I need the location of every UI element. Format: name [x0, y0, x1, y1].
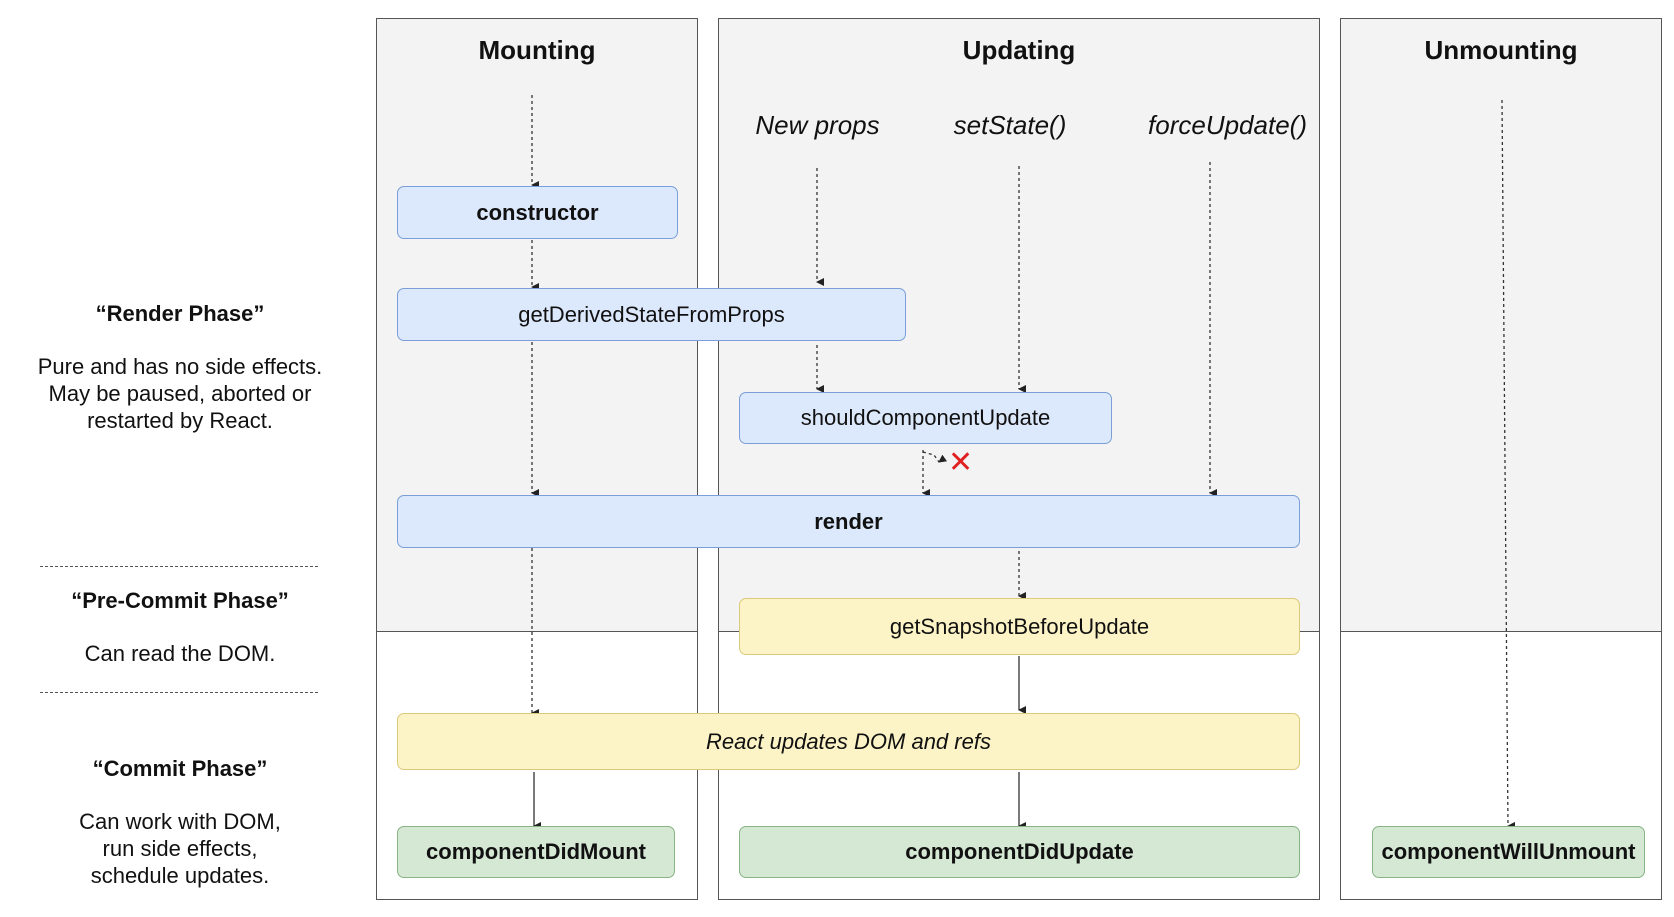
get-derived-state-from-props-box[interactable]: getDerivedStateFromProps — [397, 288, 906, 341]
trigger-force-update: forceUpdate() — [1148, 110, 1307, 140]
unmounting-title: Unmounting — [1424, 35, 1578, 65]
component-did-mount-box[interactable]: componentDidMount — [397, 826, 675, 878]
react-updates-dom-box[interactable]: React updates DOM and refs — [397, 713, 1300, 770]
constructor-box[interactable]: constructor — [397, 186, 678, 239]
trigger-set-state: setState() — [953, 110, 1067, 140]
render-box[interactable]: render — [397, 495, 1300, 548]
updating-title: Updating — [962, 35, 1076, 65]
commit-phase-description: Can work with DOM, run side effects, sch… — [79, 809, 281, 888]
get-snapshot-before-update-box[interactable]: getSnapshotBeforeUpdate — [739, 598, 1300, 655]
mounting-title: Mounting — [478, 35, 596, 65]
phase-separator-2 — [40, 692, 318, 693]
render-phase-label: “Render Phase” Pure and has no side effe… — [20, 300, 340, 434]
commit-phase-title: “Commit Phase” — [92, 756, 268, 781]
pre-commit-phase-description: Can read the DOM. — [84, 641, 276, 666]
component-will-unmount-box[interactable]: componentWillUnmount — [1372, 826, 1645, 878]
render-phase-description: Pure and has no side effects. May be pau… — [37, 354, 323, 433]
trigger-new-props: New props — [755, 110, 880, 140]
cross-mark-icon: ✕ — [948, 446, 974, 479]
commit-phase-label: “Commit Phase” Can work with DOM, run si… — [20, 755, 340, 889]
phase-separator-1 — [40, 566, 318, 567]
unmounting-column: Unmounting — [1340, 18, 1662, 900]
render-phase-title: “Render Phase” — [95, 301, 265, 326]
component-did-update-box[interactable]: componentDidUpdate — [739, 826, 1300, 878]
pre-commit-phase-title: “Pre-Commit Phase” — [71, 588, 289, 613]
pre-commit-phase-label: “Pre-Commit Phase” Can read the DOM. — [20, 587, 340, 667]
should-component-update-box[interactable]: shouldComponentUpdate — [739, 392, 1112, 444]
